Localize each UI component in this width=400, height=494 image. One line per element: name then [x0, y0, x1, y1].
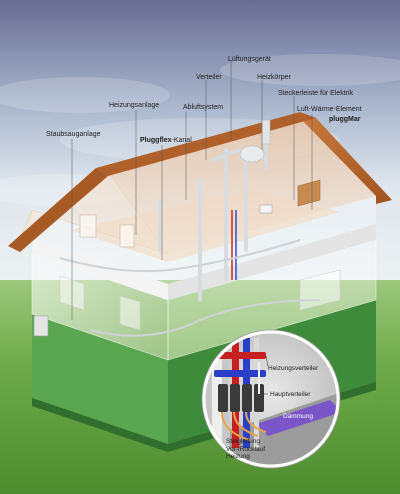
- label-luft-waerme-element: Luft-Wärme-Element: [297, 106, 362, 113]
- inset-label-hauptverteiler: Hauptverteiler: [270, 391, 311, 398]
- label-pluggflex-bold: Pluggflex: [140, 137, 172, 144]
- inset-label-daemmung: Dämmung: [283, 413, 313, 420]
- insulation: [256, 400, 338, 436]
- label-abluftsystem: Abluftsystem: [183, 104, 224, 111]
- radiator: [259, 204, 273, 214]
- label-pluggflex-kanal: Pluggflex-Kanal: [140, 137, 192, 145]
- heating-pipes: [231, 210, 237, 280]
- manifold-inset: [201, 329, 341, 469]
- roof-right: [300, 118, 392, 204]
- label-steckerleiste: Steckerleiste für Elektrik: [278, 90, 354, 97]
- manifold-red-bar: [214, 352, 266, 359]
- ventilation-unit: [239, 119, 271, 163]
- manifold-blue-bar: [214, 370, 266, 377]
- label-lueftungsgeraet: Lüftungsgerät: [228, 56, 271, 63]
- vacuum-unit: [33, 315, 49, 337]
- steig-line-2: Vor-/Rücklauf: [226, 445, 266, 453]
- roof-inner: [108, 118, 376, 254]
- steig-line-3: Heizung: [226, 453, 250, 460]
- roof-left: [8, 168, 108, 252]
- label-heizungsanlage: Heizungsanlage: [109, 102, 160, 109]
- inset-label-steigleitung: Steigleitung Vor-/Rücklauf Heizung: [226, 438, 265, 461]
- house-base-front: [32, 314, 168, 444]
- steig-line-1: Steigleitung: [226, 438, 260, 445]
- label-verteiler: Verteiler: [196, 74, 222, 81]
- label-staubsauganlage: Staubsauganlage: [46, 131, 101, 138]
- label-heizkoerper: Heizkörper: [257, 74, 291, 81]
- inset-label-heizungsverteiler: Heizungsverteiler: [268, 365, 319, 372]
- label-pluggmar: pluggMar: [329, 116, 361, 123]
- leader-lines: [71, 60, 313, 320]
- label-kanal: -Kanal: [171, 137, 192, 144]
